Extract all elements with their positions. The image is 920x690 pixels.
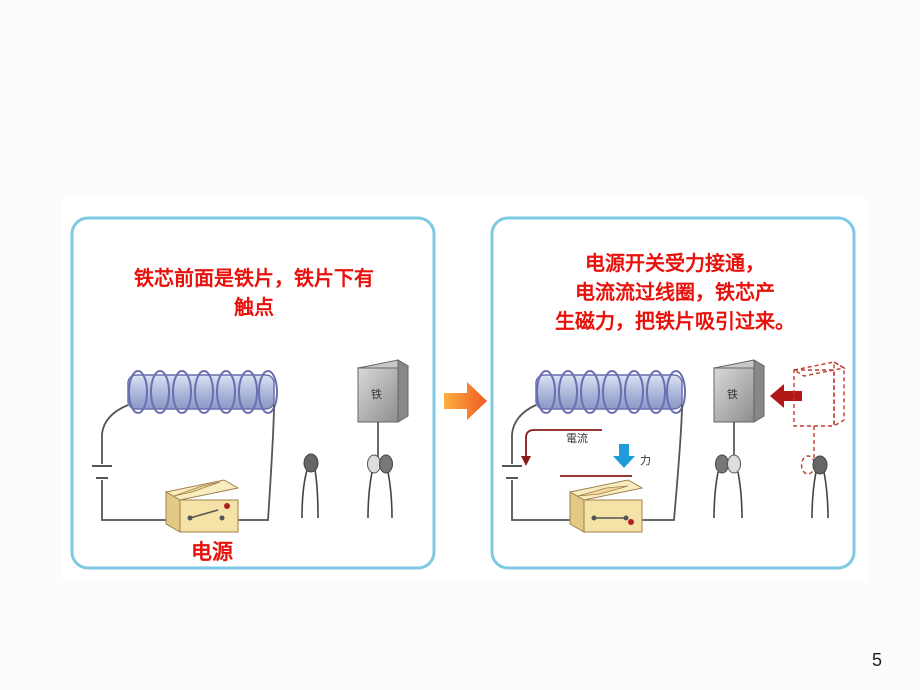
current-arrow — [525, 429, 632, 477]
right-iron-plate — [712, 359, 766, 460]
right-panel — [490, 216, 856, 570]
current-arrow-head — [521, 456, 531, 466]
left-battery — [92, 465, 112, 479]
right-circuit-wire — [511, 404, 683, 521]
force-label: 力 — [640, 454, 651, 467]
left-caption-line-1: 铁芯前面是铁片，铁片下有 — [134, 266, 374, 290]
right-battery — [502, 465, 522, 479]
transition-arrow — [444, 382, 487, 420]
right-power-switch — [568, 479, 644, 533]
previous-position-ghost — [792, 360, 846, 475]
current-label: 電流 — [566, 432, 588, 445]
left-coil — [127, 370, 278, 414]
left-power-switch — [164, 479, 240, 533]
power-label: 电源 — [191, 540, 233, 564]
page-number: 5 — [872, 650, 883, 670]
right-fixed-contact — [811, 455, 829, 519]
right-caption: 电源开关受力接通， 电流流过线圈，铁芯产 生磁力，把铁片吸引过来。 — [510, 249, 840, 336]
left-circuit-wire — [101, 404, 275, 521]
right-moving-contacts — [713, 454, 743, 519]
left-iron-plate — [356, 359, 410, 460]
left-fixed-contact — [301, 453, 319, 519]
force-arrow — [613, 444, 635, 468]
pull-arrow — [770, 384, 802, 408]
figure: 铁芯前面是铁片，铁片下有 触点 电源开关受力接通， 电流流过线圈，铁芯产 生磁力… — [62, 198, 867, 582]
left-panel — [70, 216, 436, 570]
left-caption-line-2: 触点 — [234, 295, 274, 319]
right-caption-line-2: 电流流过线圈，铁芯产 — [575, 280, 775, 304]
diagram-svg — [70, 216, 856, 570]
left-iron-label: 铁 — [371, 388, 382, 401]
left-caption: 铁芯前面是铁片，铁片下有 触点 — [84, 264, 424, 322]
right-caption-line-3: 生磁力，把铁片吸引过来。 — [555, 309, 795, 333]
left-moving-contacts — [367, 454, 393, 519]
right-iron-label: 铁 — [727, 388, 738, 401]
right-coil — [535, 370, 686, 414]
right-caption-line-1: 电源开关受力接通， — [585, 251, 765, 275]
